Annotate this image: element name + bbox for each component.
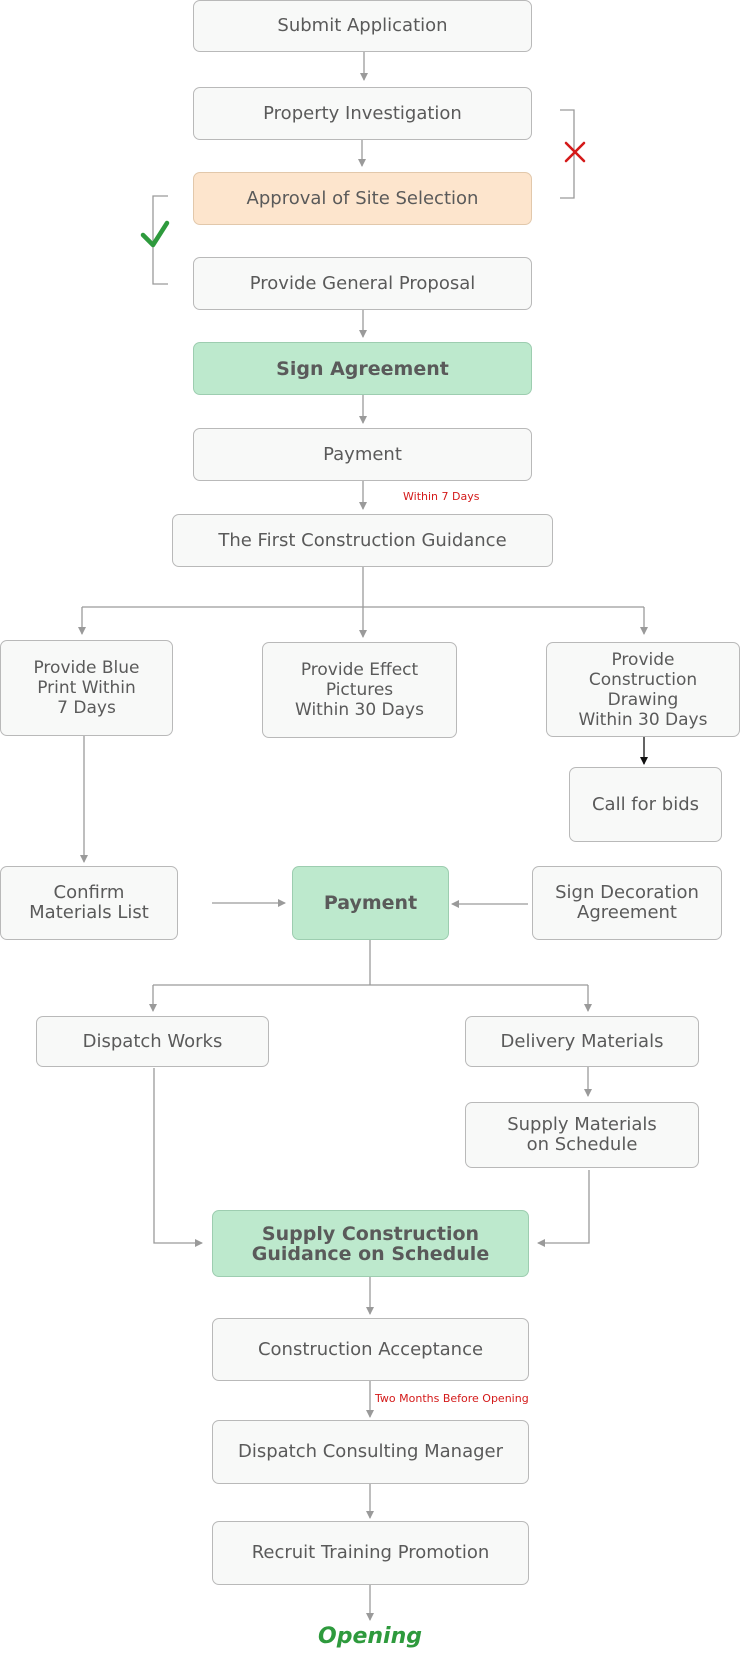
check-icon: [140, 220, 170, 248]
step-payment: Payment: [193, 428, 532, 481]
step-approval-site-selection: Approval of Site Selection: [193, 172, 532, 225]
step-dispatch-works: Dispatch Works: [36, 1016, 269, 1067]
step-call-for-bids: Call for bids: [569, 767, 722, 842]
note-within-7-days: Within 7 Days: [403, 490, 480, 503]
step-payment-second: Payment: [292, 866, 449, 940]
step-confirm-materials-list: Confirm Materials List: [0, 866, 178, 940]
step-construction-acceptance: Construction Acceptance: [212, 1318, 529, 1381]
step-provide-construction-drawing: Provide Construction Drawing Within 30 D…: [546, 642, 740, 737]
step-provide-effect-pictures: Provide Effect Pictures Within 30 Days: [262, 642, 457, 738]
step-provide-blue-print: Provide Blue Print Within 7 Days: [0, 640, 173, 736]
cross-icon: [564, 141, 586, 163]
step-first-construction-guidance: The First Construction Guidance: [172, 514, 553, 567]
connector-dispatch-guidance: [153, 1068, 203, 1247]
step-submit-application: Submit Application: [193, 0, 532, 52]
step-dispatch-consulting-manager: Dispatch Consulting Manager: [212, 1420, 529, 1484]
note-two-months-before-opening: Two Months Before Opening: [375, 1392, 529, 1405]
step-opening: Opening: [318, 1624, 422, 1649]
step-provide-general-proposal: Provide General Proposal: [193, 257, 532, 310]
step-sign-decoration-agreement: Sign Decoration Agreement: [532, 866, 722, 940]
bracket-accept: [152, 195, 168, 285]
step-delivery-materials: Delivery Materials: [465, 1016, 699, 1067]
step-supply-construction-guidance: Supply Construction Guidance on Schedule: [212, 1210, 529, 1277]
connector-supply-guidance: [537, 1170, 590, 1247]
step-supply-materials-on-schedule: Supply Materials on Schedule: [465, 1102, 699, 1168]
step-sign-agreement: Sign Agreement: [193, 342, 532, 395]
step-property-investigation: Property Investigation: [193, 87, 532, 140]
step-recruit-training-promotion: Recruit Training Promotion: [212, 1521, 529, 1585]
